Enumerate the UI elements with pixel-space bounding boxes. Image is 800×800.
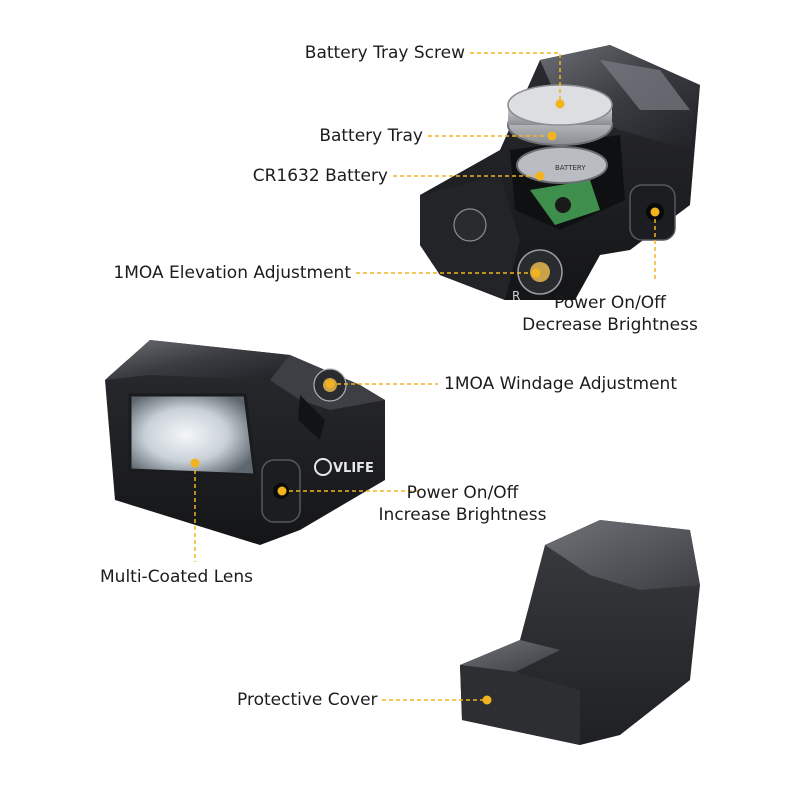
dot-battery-tray-screw [555,99,565,109]
label-windage: 1MOA Windage Adjustment [444,374,677,394]
sight-top-facet [600,60,690,110]
elevation-engraving: R [512,289,520,303]
label-power-increase-line2: Increase Brightness [378,505,547,525]
dot-elevation [531,268,541,278]
dot-lens [190,458,200,468]
cover-hump [545,520,700,590]
brand-logo-text: VLIFE [333,461,374,476]
leader-battery-tray-screw [470,52,561,104]
label-power-increase-line1: Power On/Off [406,483,519,503]
label-battery-tray-screw: Battery Tray Screw [304,43,465,63]
dot-windage [325,379,335,389]
side-slot [298,395,325,440]
dot-power-decrease [650,207,660,217]
label-power-increase: Power On/Off Increase Brightness [365,482,560,526]
label-cover: Protective Cover [237,690,378,710]
label-battery-tray: Battery Tray [319,126,423,146]
c-logo-icon [314,458,332,476]
label-power-decrease-line2: Decrease Brightness [522,315,698,335]
sight-front-view: VLIFE [105,340,385,545]
multi-coated-lens [128,393,257,477]
dot-power-increase [277,486,287,496]
label-power-decrease: Power On/Off Decrease Brightness [505,292,715,336]
battery-engraving: BATTERY [555,164,586,172]
cover-front-face [460,665,580,745]
leader-lines [194,52,656,701]
leader-dots [190,99,660,705]
label-elevation: 1MOA Elevation Adjustment [113,263,351,283]
cover-top [460,640,560,672]
dot-cr1632-battery [535,171,545,181]
sight-top-view: BATTERY R [420,45,700,303]
dot-battery-tray [547,131,557,141]
sight-front-hood [105,340,290,380]
label-power-decrease-line1: Power On/Off [554,293,666,313]
protective-cover [460,520,700,745]
dot-cover [482,695,492,705]
rear-dial-icon [453,208,487,242]
label-lens: Multi-Coated Lens [100,567,253,587]
battery-contact-icon [555,197,571,213]
label-cr1632-battery: CR1632 Battery [252,166,388,186]
